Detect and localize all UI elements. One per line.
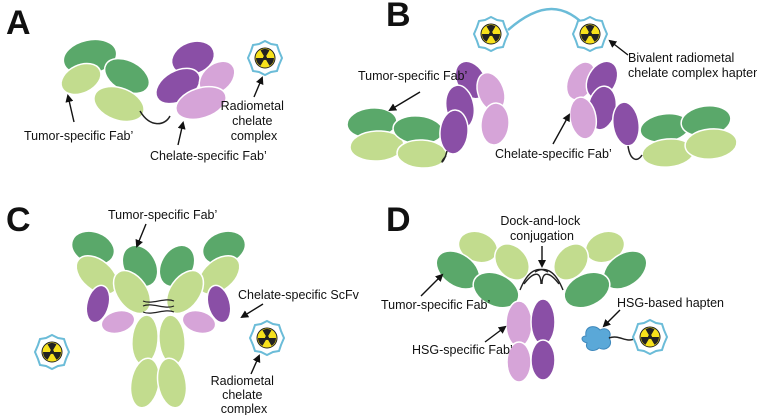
chelate-fab-label-b: Chelate-specific Fab’ xyxy=(495,147,612,161)
arrow-hsg-hapten-d xyxy=(602,309,621,328)
left-tumor-fab-d xyxy=(435,230,530,309)
radiometal-chelate-icon-a xyxy=(247,40,283,76)
tumor-fab-c xyxy=(70,230,247,315)
panel-d: D xyxy=(381,201,724,383)
radiometal-chelate-icon-c-left xyxy=(34,334,70,370)
arrow-chelate-fab-a xyxy=(177,121,186,146)
arrow-radiometal-c xyxy=(250,354,261,375)
scfv-c xyxy=(85,284,232,335)
arrow-tumor-fab-d xyxy=(420,273,444,297)
chelate-fab-a xyxy=(155,40,236,121)
linker-a xyxy=(139,110,171,125)
right-tumor-fab-d xyxy=(553,230,648,309)
chelate-fab-label-a: Chelate-specific Fab’ xyxy=(150,149,267,163)
tumor-fab-label-c: Tumor-specific Fab’ xyxy=(108,208,217,222)
arrow-tumor-fab-b xyxy=(388,91,421,112)
radiometal-chelate-icon-c-right xyxy=(249,320,285,356)
panel-c: C Tumor xyxy=(6,201,360,415)
arrow-tumor-fab-c xyxy=(135,223,147,248)
bivalent-hapten-icon-right xyxy=(572,16,608,52)
dock-lock-links-d xyxy=(519,268,564,291)
arrow-scfv-c xyxy=(240,303,264,319)
bivalent-hapten-icon-left xyxy=(473,16,509,52)
radiometal-label-a: Radiometal chelate complex xyxy=(221,99,288,143)
panel-letter-b: B xyxy=(386,0,411,34)
hsg-fab-label-d: HSG-specific Fab’ xyxy=(412,343,513,357)
tumor-fab-a xyxy=(60,38,151,123)
hsg-hapten-blob xyxy=(581,326,612,351)
panel-letter-d: D xyxy=(386,201,411,239)
hinge-c xyxy=(142,299,175,314)
hsg-hapten-label-d: HSG-based hapten xyxy=(617,296,724,310)
arrow-bivalent-b xyxy=(608,39,629,56)
hsg-hapten-radiation-icon xyxy=(632,319,668,355)
arrow-tumor-fab-a xyxy=(65,94,75,123)
panel-letter-a: A xyxy=(6,4,31,42)
arrow-chelate-fab-b xyxy=(552,113,570,145)
arrow-hsg-fab-d xyxy=(484,325,507,343)
panel-b: B Bivalent radiometal chelate complex ha… xyxy=(346,0,757,169)
radiometal-label-c: Radiometal chelate complex xyxy=(211,374,278,415)
tumor-fab-label-d: Tumor-specific Fab’ xyxy=(381,298,490,312)
scfv-label-c: Chelate-specific ScFv xyxy=(238,288,360,302)
hsg-hapten-d xyxy=(581,319,668,355)
arrow-radiometal-a xyxy=(253,76,264,98)
dock-lock-label-d: Dock-and-lock conjugation xyxy=(500,214,583,243)
right-antibody-b xyxy=(565,60,738,168)
fc-c xyxy=(129,314,188,409)
panel-letter-c: C xyxy=(6,201,31,239)
hsg-fab-d xyxy=(505,298,556,383)
tumor-fab-label-b: Tumor-specific Fab’ xyxy=(358,69,467,83)
tumor-fab-label-a: Tumor-specific Fab’ xyxy=(24,129,133,143)
left-antibody-b xyxy=(346,60,510,169)
panel-a: A Radiometal chelate complex Tumor-speci… xyxy=(6,4,288,163)
hsg-hapten-linker xyxy=(608,336,637,341)
bivalent-label-b: Bivalent radiometal chelate complex hapt… xyxy=(628,51,757,80)
